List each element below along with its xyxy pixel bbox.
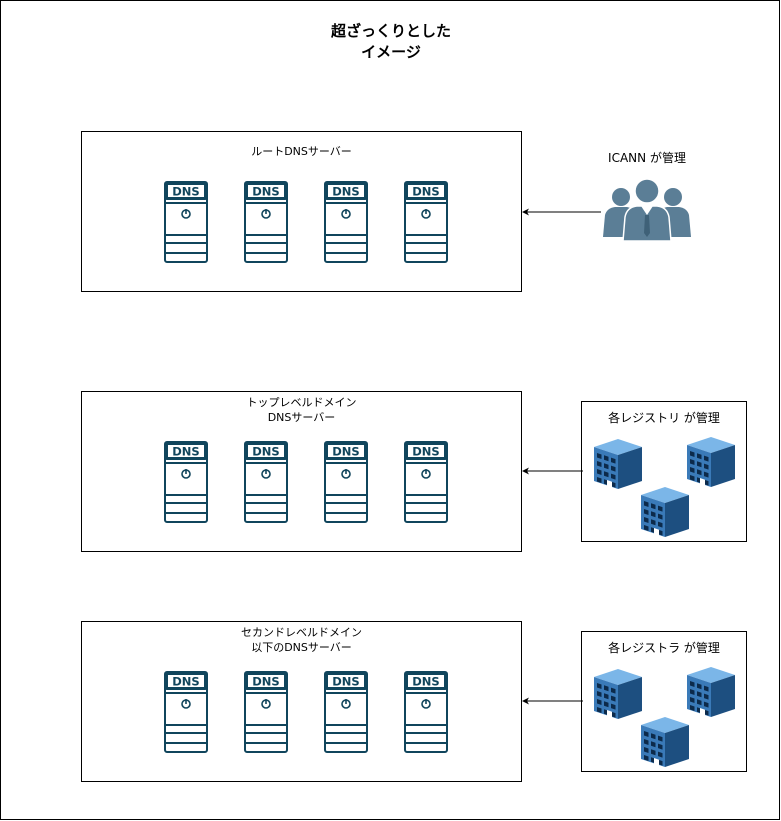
svg-text:DNS: DNS: [412, 675, 439, 689]
dns-server-icon: DNS: [244, 671, 288, 753]
tld-dns-label-line2: DNSサーバー: [267, 411, 336, 424]
dns-server-icon: DNS: [164, 671, 208, 753]
dns-server-icon: DNS: [244, 181, 288, 263]
registrar-manager-label: 各レジストラ が管理: [608, 641, 720, 655]
dns-server-icon: DNS: [164, 181, 208, 263]
dns-server-icon: DNS: [404, 671, 448, 753]
svg-text:DNS: DNS: [172, 675, 199, 689]
dns-server-icon: DNS: [324, 181, 368, 263]
dns-server-icon: DNS: [324, 441, 368, 523]
arrow-to-sld-icon: [522, 697, 583, 705]
user-group-icon: [603, 178, 691, 242]
svg-text:DNS: DNS: [172, 445, 199, 459]
office-building-icon: [687, 437, 735, 487]
svg-text:DNS: DNS: [412, 185, 439, 199]
dns-server-icon: DNS: [324, 671, 368, 753]
root-dns-box: ルートDNSサーバー DNS DNS DNS DNS: [81, 131, 522, 292]
sld-dns-label-line2: 以下のDNSサーバー: [251, 641, 352, 654]
diagram-title-line1: 超ざっくりとした: [330, 22, 451, 40]
dns-server-icon: DNS: [404, 441, 448, 523]
dns-server-icon: DNS: [164, 441, 208, 523]
svg-text:DNS: DNS: [252, 185, 279, 199]
sld-dns-box: セカンドレベルドメイン 以下のDNSサーバー DNS DNS DNS DNS: [81, 621, 522, 782]
office-building-icon: [594, 439, 642, 489]
dns-server-icon: DNS: [244, 441, 288, 523]
tld-dns-box: トップレベルドメイン DNSサーバー DNS DNS DNS DNS: [81, 391, 522, 552]
svg-text:DNS: DNS: [332, 445, 359, 459]
tld-dns-label-line1: トップレベルドメイン: [246, 396, 357, 409]
office-building-icon: [641, 717, 689, 767]
svg-text:DNS: DNS: [172, 185, 199, 199]
dns-server-icon: DNS: [404, 181, 448, 263]
office-building-icon: [594, 669, 642, 719]
root-dns-label: ルートDNSサーバー: [251, 145, 352, 158]
office-building-icon: [687, 667, 735, 717]
arrow-to-root-icon: [522, 208, 601, 216]
diagram-title-line2: イメージ: [361, 43, 421, 61]
svg-text:DNS: DNS: [252, 445, 279, 459]
arrow-to-tld-icon: [522, 467, 583, 475]
sld-dns-label-line1: セカンドレベルドメイン: [241, 626, 362, 639]
office-building-icon: [641, 487, 689, 537]
svg-text:DNS: DNS: [252, 675, 279, 689]
icann-manager-label: ICANN が管理: [608, 151, 686, 165]
svg-text:DNS: DNS: [412, 445, 439, 459]
registry-manager-label: 各レジストリ が管理: [608, 411, 720, 425]
svg-text:DNS: DNS: [332, 185, 359, 199]
svg-text:DNS: DNS: [332, 675, 359, 689]
